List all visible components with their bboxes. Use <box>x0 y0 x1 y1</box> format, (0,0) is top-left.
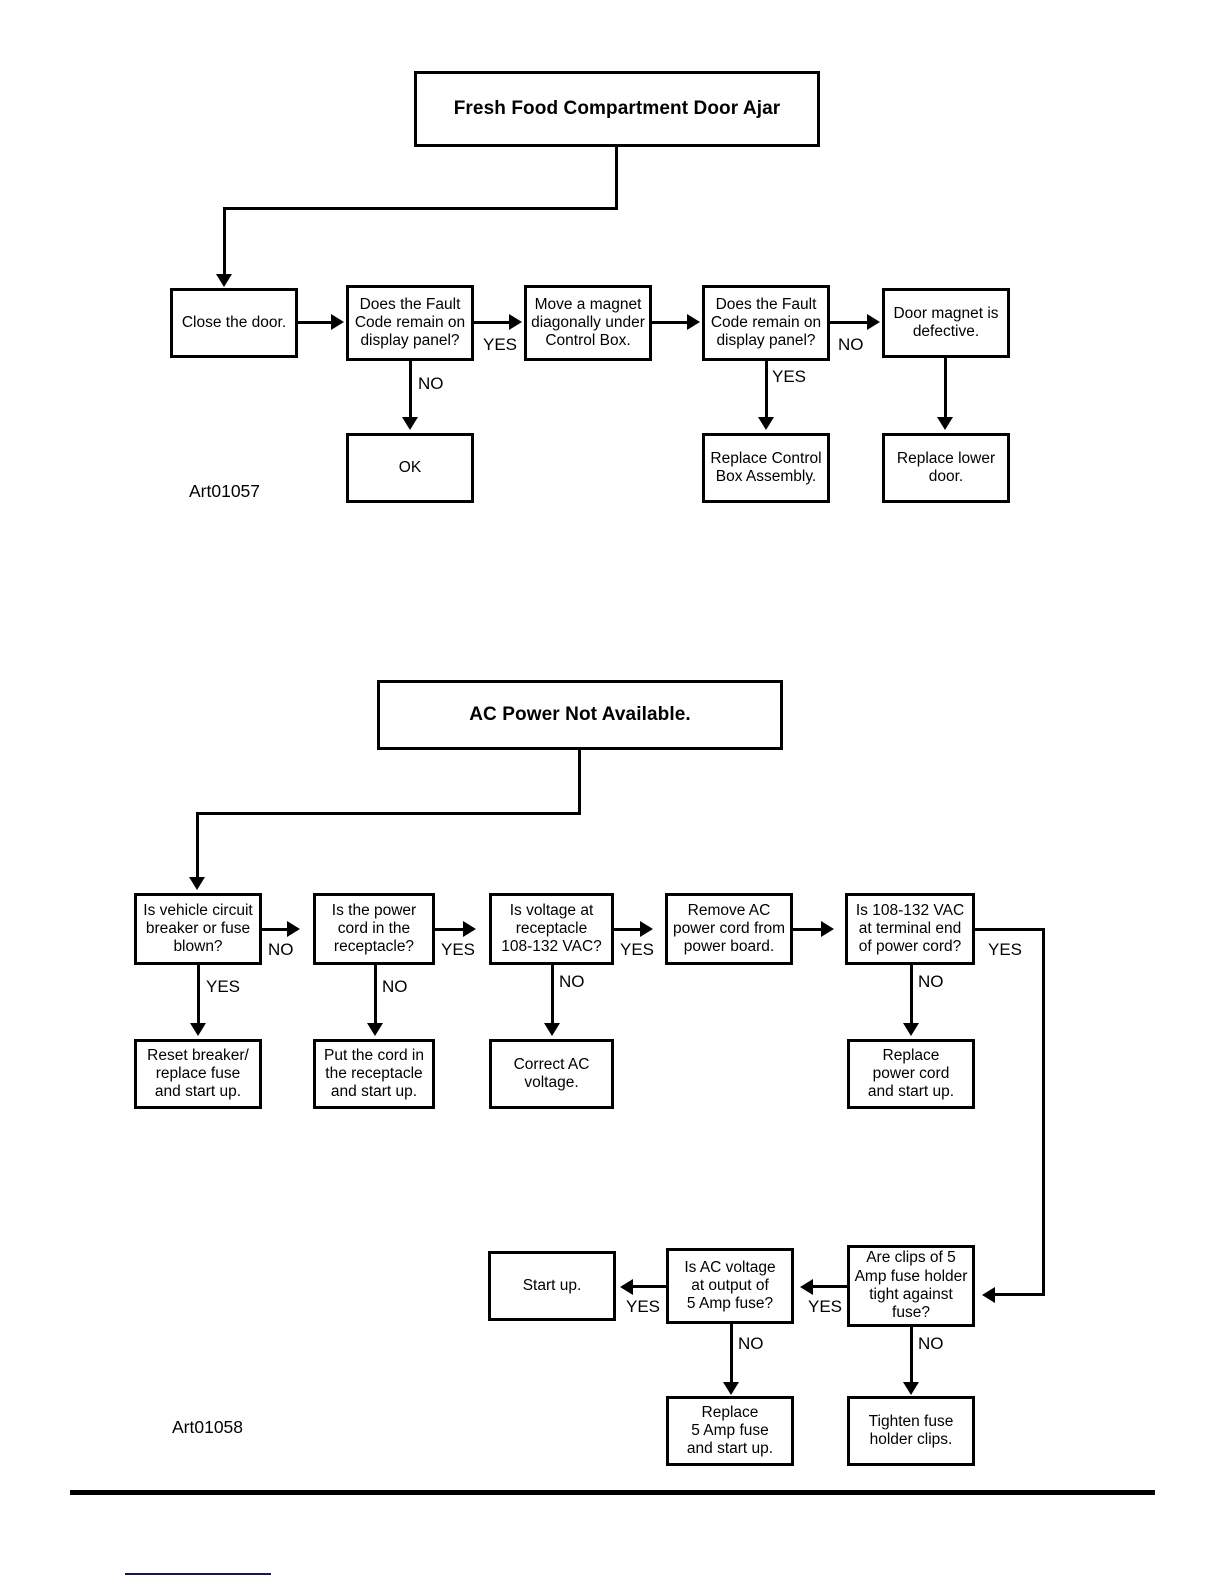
connector-into-m1 <box>196 812 199 880</box>
art-label-01058: Art01058 <box>172 1417 244 1437</box>
arrowhead-m5-into-m12 <box>982 1287 995 1303</box>
node-power-cord-in-receptacle: Is the power cord in the receptacle? <box>313 893 435 965</box>
connector-m1-m6 <box>197 965 200 1027</box>
node-close-the-door: Close the door. <box>170 288 298 358</box>
arrowhead-n5-n8 <box>937 417 953 430</box>
connector-m3-m8 <box>551 965 554 1027</box>
connector-n1-n2 <box>298 321 333 324</box>
connector-m1-m2 <box>262 928 289 931</box>
node-remove-ac-power-cord: Remove AC power cord from power board. <box>665 893 793 965</box>
edge-label-yes-m5-m12: YES <box>988 940 1023 959</box>
arrowhead-into-n1 <box>216 274 232 287</box>
connector-n4-n7 <box>765 361 768 421</box>
art-label-01057: Art01057 <box>189 481 261 501</box>
connector-m11-m13 <box>730 1324 733 1386</box>
connector-m5-right <box>975 928 1045 931</box>
page-footer-rule <box>70 1490 1155 1495</box>
node-fault-code-remain-1: Does the Fault Code remain on display pa… <box>346 285 474 361</box>
edge-label-no-m5-m9: NO <box>918 972 944 991</box>
arrowhead-n2-n3 <box>509 314 522 330</box>
arrowhead-m11-m13 <box>723 1382 739 1395</box>
page-bottom-blue-rule <box>125 1573 271 1575</box>
node-door-magnet-defective: Door magnet is defective. <box>882 288 1010 358</box>
edge-label-yes-n2-n3: YES <box>483 335 518 354</box>
arrowhead-n4-n7 <box>758 417 774 430</box>
arrowhead-n4-n5 <box>867 314 880 330</box>
edge-label-yes-m3-m4: YES <box>620 940 655 959</box>
connector-into-n1 <box>223 207 226 277</box>
edge-label-yes-m2-m3: YES <box>441 940 476 959</box>
edge-label-no-m2-m7: NO <box>382 977 408 996</box>
arrowhead-m1-m2 <box>287 921 300 937</box>
node-clips-of-fuse-holder: Are clips of 5 Amp fuse holder tight aga… <box>847 1245 975 1327</box>
node-tighten-fuse-holder-clips: Tighten fuse holder clips. <box>847 1396 975 1466</box>
node-fault-code-remain-2: Does the Fault Code remain on display pa… <box>702 285 830 361</box>
node-correct-ac-voltage: Correct AC voltage. <box>489 1039 614 1109</box>
arrowhead-m11-m10 <box>620 1279 633 1295</box>
connector-n4-n5 <box>830 321 869 324</box>
node-title-ac-power: AC Power Not Available. <box>377 680 783 750</box>
edge-label-yes-n4-n7: YES <box>772 367 807 386</box>
connector-n2-n6 <box>409 361 412 421</box>
arrowhead-m3-m8 <box>544 1023 560 1036</box>
connector-m2-m7 <box>374 965 377 1027</box>
connector-m5-into-m12 <box>995 1293 1045 1296</box>
edge-label-yes-m12-m11: YES <box>808 1297 843 1316</box>
connector-m5-down <box>1042 928 1045 1296</box>
connector-title2-down <box>578 750 581 815</box>
connector-n2-n3 <box>474 321 511 324</box>
arrowhead-n2-n6 <box>402 417 418 430</box>
edge-label-no-m12-m14: NO <box>918 1334 944 1353</box>
edge-label-no-m1-m2: NO <box>268 940 294 959</box>
arrowhead-m3-m4 <box>640 921 653 937</box>
edge-label-no-n4-n5: NO <box>838 335 864 354</box>
edge-label-no-m3-m8: NO <box>559 972 585 991</box>
node-title-door-ajar: Fresh Food Compartment Door Ajar <box>414 71 820 147</box>
node-replace-lower-door: Replace lower door. <box>882 433 1010 503</box>
arrowhead-m1-m6 <box>190 1023 206 1036</box>
arrowhead-n3-n4 <box>687 314 700 330</box>
connector-m4-m5 <box>793 928 825 931</box>
node-voltage-at-receptacle: Is voltage at receptacle 108-132 VAC? <box>489 893 614 965</box>
connector-title2-left <box>196 812 581 815</box>
connector-m12-m14 <box>910 1327 913 1386</box>
connector-m5-m9 <box>910 965 913 1027</box>
node-start-up: Start up. <box>488 1251 616 1321</box>
edge-label-yes-m11-m10: YES <box>626 1297 661 1316</box>
arrowhead-m5-m9 <box>903 1023 919 1036</box>
connector-n5-n8 <box>944 358 947 421</box>
node-ok: OK <box>346 433 474 503</box>
node-vac-at-terminal-end: Is 108-132 VAC at terminal end of power … <box>845 893 975 965</box>
node-replace-power-cord: Replace power cord and start up. <box>847 1039 975 1109</box>
arrowhead-m2-m7 <box>367 1023 383 1036</box>
node-vehicle-breaker-blown: Is vehicle circuit breaker or fuse blown… <box>134 893 262 965</box>
connector-m12-m11 <box>812 1285 847 1288</box>
connector-m3-m4 <box>614 928 642 931</box>
arrowhead-m12-m11 <box>800 1279 813 1295</box>
arrowhead-m4-m5 <box>821 921 834 937</box>
node-move-magnet: Move a magnet diagonally under Control B… <box>524 285 652 361</box>
arrowhead-into-m1 <box>189 877 205 890</box>
connector-m11-m10 <box>632 1285 666 1288</box>
connector-title-down <box>615 147 618 210</box>
arrowhead-m12-m14 <box>903 1382 919 1395</box>
node-put-cord-in-receptacle: Put the cord in the receptacle and start… <box>313 1039 435 1109</box>
node-reset-breaker: Reset breaker/ replace fuse and start up… <box>134 1039 262 1109</box>
node-replace-5-amp-fuse: Replace 5 Amp fuse and start up. <box>666 1396 794 1466</box>
node-replace-control-box: Replace Control Box Assembly. <box>702 433 830 503</box>
connector-m2-m3 <box>435 928 465 931</box>
edge-label-no-m11-m13: NO <box>738 1334 764 1353</box>
node-ac-voltage-at-fuse-output: Is AC voltage at output of 5 Amp fuse? <box>666 1248 794 1324</box>
connector-n3-n4 <box>652 321 689 324</box>
connector-title-left <box>223 207 618 210</box>
edge-label-yes-m1-m6: YES <box>206 977 241 996</box>
arrowhead-n1-n2 <box>331 314 344 330</box>
arrowhead-m2-m3 <box>463 921 476 937</box>
edge-label-no-n2-n6: NO <box>418 374 444 393</box>
